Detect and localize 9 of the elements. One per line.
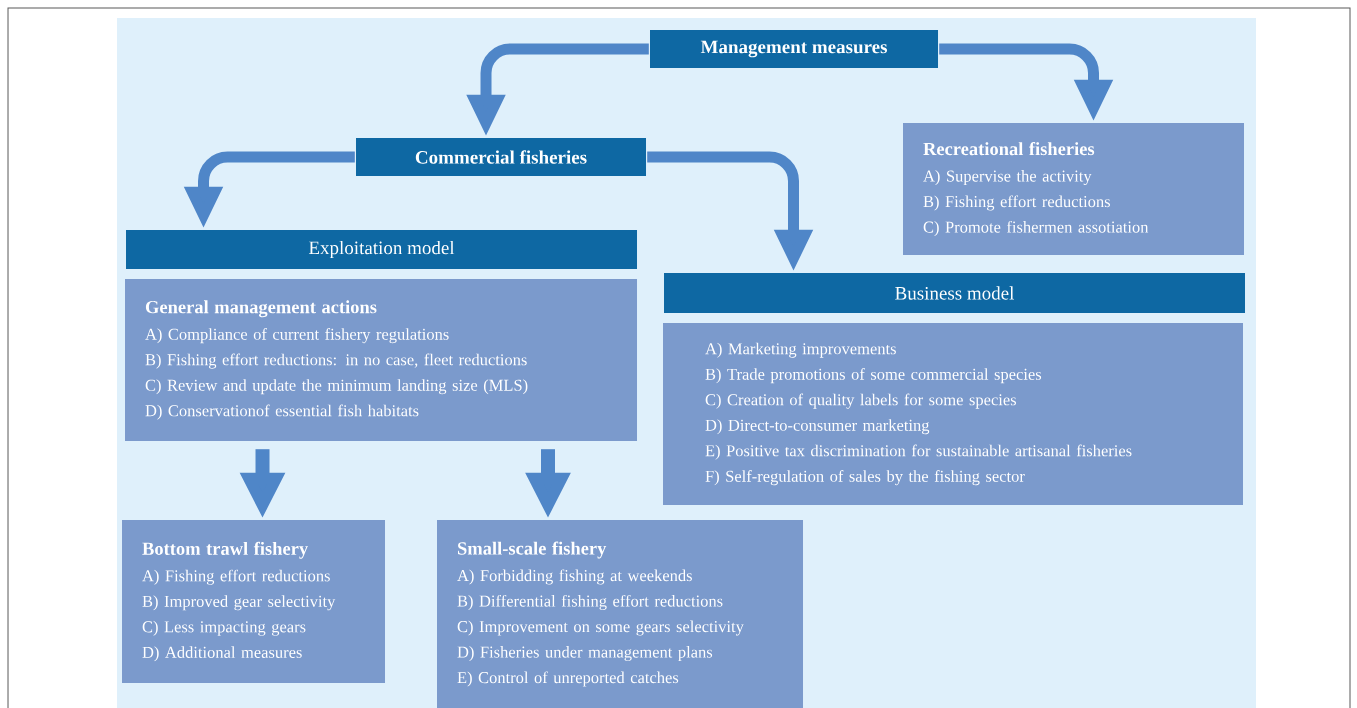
- measures-box: Small-scale fishery A) Forbidding fishing at weekends B) Differential fishing effort reductions C) Improvement on some gears selectivity D) Fisheries under management plans E) Control of unreported catches: [437, 520, 803, 708]
- measures-box: General management actions A) Compliance of current fishery regulations B) Fishing effort reductions: in no case, fleet reductions C) Review and update the minimum landing size (MLS) D) Conservationof essential fish habitats: [125, 279, 637, 441]
- header-box: Management measures: [650, 30, 938, 68]
- header-box: Business model: [664, 273, 1245, 313]
- header-box: Commercial fisheries: [356, 138, 646, 176]
- measures-box: A) Marketing improvements B) Trade promotions of some commercial species C) Creation of quality labels for some species D) Direct-to-consumer marketing E) Positive tax discrimination for sustainable artisanal fisheries F) Self-regulation of sales by the fishing sector: [663, 323, 1243, 505]
- header-box: Exploitation model: [126, 230, 637, 269]
- measures-box: Bottom trawl fishery A) Fishing effort reductions B) Improved gear selectivity C) Less impacting gears D) Additional measures: [122, 520, 385, 683]
- measures-box: Recreational fisheries A) Supervise the activity B) Fishing effort reductions C) Promote fishermen assotiation: [903, 123, 1244, 255]
